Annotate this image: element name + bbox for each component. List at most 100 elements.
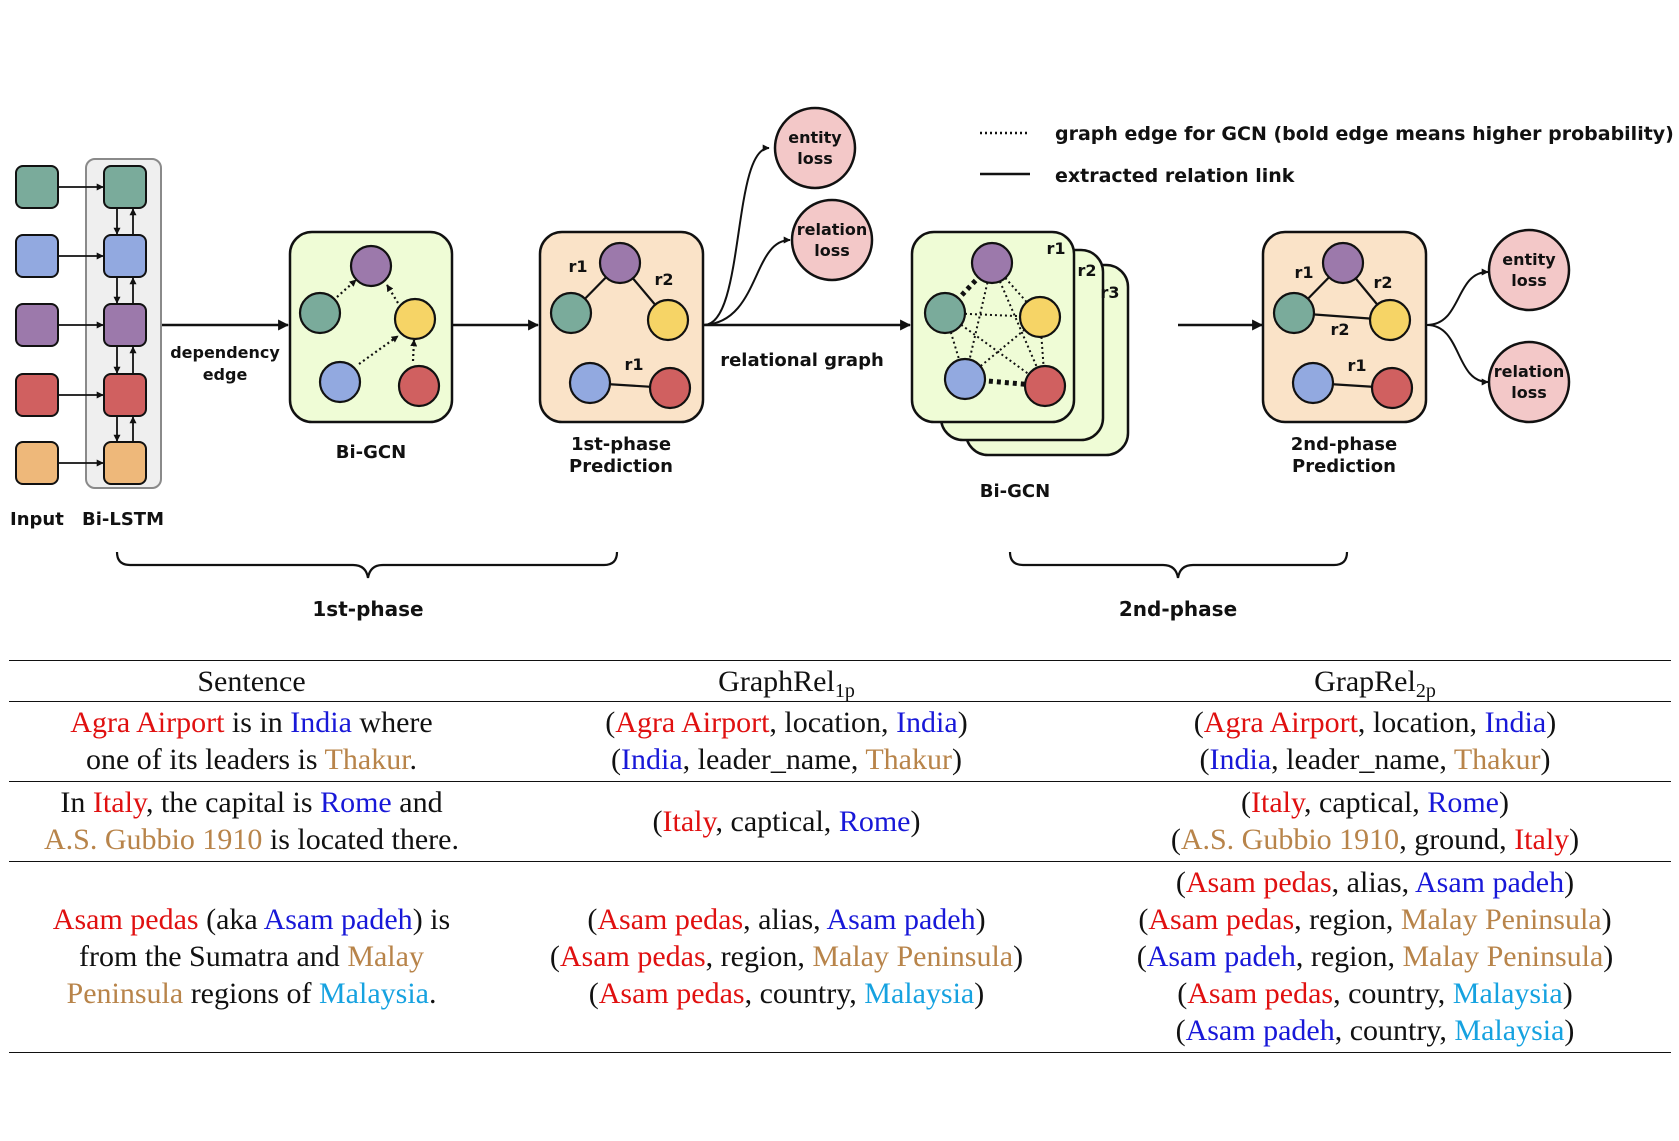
text-segment: ) (1564, 1014, 1575, 1047)
entity-loss-2 (1487, 228, 1571, 312)
text-segment: , country, (1334, 1014, 1455, 1047)
text-segment: , captical, (715, 804, 839, 838)
entity-mention: Agra Airport (1203, 706, 1358, 739)
text-segment: , region, (1294, 903, 1401, 936)
text-segment: and (391, 786, 443, 819)
cell-line: (Asam pedas, region, Malay Peninsula) (494, 938, 1079, 975)
node-blue (1291, 361, 1335, 405)
cell-line: (Asam pedas, region, Malay Peninsula) (1079, 901, 1671, 938)
pred-1-label-2: Prediction (569, 456, 673, 477)
entity-mention: Asam pedas (52, 903, 199, 936)
entity-mention: Asam pedas (559, 940, 706, 973)
text-segment: ) (957, 706, 968, 739)
entity-mention: India (621, 743, 683, 776)
text-segment: ) (1013, 940, 1024, 973)
text-segment: , region, (705, 940, 813, 973)
entity-mention: Asam pedas (1185, 866, 1332, 899)
relation-loss-label: loss (814, 241, 850, 260)
phase-1-brace (115, 551, 619, 579)
arrow-to-relation-loss-1 (703, 236, 791, 326)
text-segment: ) (1546, 706, 1557, 739)
relation-tag: r3 (1100, 283, 1119, 302)
text-segment: ( (1138, 903, 1149, 936)
input-token (15, 234, 59, 278)
cell-line: In Italy, the capital is Rome and (9, 784, 494, 821)
prediction-2nd-phase: r1 r2 r2 r1 (1261, 230, 1428, 424)
entity-mention: India (1209, 743, 1272, 776)
relation-loss-2 (1487, 340, 1571, 424)
text-segment: ) (1601, 903, 1612, 936)
cell-graphrel-1p: (Asam pedas, alias, Asam padeh)(Asam ped… (494, 861, 1079, 1053)
entity-mention: India (1484, 706, 1547, 739)
text-segment: is in (224, 706, 291, 739)
entity-loss-1 (773, 106, 857, 190)
entity-mention: Thakur (1453, 743, 1541, 776)
entity-mention: Asam pedas (597, 903, 744, 936)
node-red (1023, 364, 1067, 408)
text-segment: ( (587, 903, 598, 936)
text-segment: ( (1170, 823, 1181, 856)
cell-graprel-2p: (Agra Airport, location, India)(India, l… (1079, 701, 1671, 782)
bilstm-recurrent-arrows (113, 208, 137, 442)
node-purple (970, 241, 1014, 285)
legend-dotted-label: graph edge for GCN (bold edge means high… (1055, 123, 1674, 145)
entity-mention: Asam pedas (1187, 977, 1334, 1010)
relation-tag: r2 (1077, 261, 1096, 280)
text-segment: ( (605, 706, 616, 739)
header-graprel-2p: GrapRel2p (1079, 660, 1671, 702)
text-segment: In (60, 786, 93, 819)
node-blue (568, 361, 612, 405)
node-red (397, 364, 441, 408)
cell-line: Agra Airport is in India where (9, 704, 494, 741)
text-segment: . (409, 743, 418, 776)
entity-mention: Italy (1514, 823, 1570, 856)
text-segment: ) (1562, 977, 1573, 1010)
phase-2-label: 2nd-phase (1119, 597, 1237, 621)
pred-2-label-2: Prediction (1292, 456, 1396, 477)
node-blue (943, 357, 987, 401)
text-segment: ) (1498, 786, 1509, 819)
input-tokens (15, 165, 59, 485)
arrow-to-entity-loss-1 (703, 144, 770, 326)
cell-line: (Asam pedas, country, Malaysia) (494, 975, 1079, 1012)
text-segment: , alias, (1331, 866, 1415, 899)
entity-mention: Rome (320, 786, 392, 819)
node-red (648, 366, 692, 410)
cell-line: (A.S. Gubbio 1910, ground, Italy) (1079, 821, 1671, 858)
input-token (15, 373, 59, 417)
bilstm-cells (103, 165, 147, 485)
relation-tag: r1 (1294, 263, 1313, 282)
text-segment: . (428, 977, 437, 1010)
input-token (15, 441, 59, 485)
arrow-to-entity-loss-2 (1426, 268, 1489, 326)
entity-loss-label: loss (797, 149, 833, 168)
text-segment: , country, (1333, 977, 1453, 1010)
text-segment: (aka (198, 903, 264, 936)
node-teal (923, 291, 967, 335)
header-sentence: Sentence (9, 660, 494, 702)
dependency-label-1: dependency (170, 343, 280, 362)
entity-mention: Malay Peninsula (812, 940, 1014, 973)
text-segment: ) (974, 977, 985, 1010)
header-graphrel-1p: GraphRel1p (494, 660, 1079, 702)
node-yellow (646, 298, 690, 342)
relation-loss-1 (790, 198, 874, 282)
entity-loss-label: entity (1502, 250, 1556, 269)
text-segment: ) (975, 903, 986, 936)
legend-solid-label: extracted relation link (1055, 165, 1295, 187)
cell-line: (India, leader_name, Thakur) (1079, 741, 1671, 778)
results-table: Sentence GraphRel1p GrapRel2p Agra Airpo… (9, 660, 1671, 1053)
entity-mention: Rome (838, 804, 911, 838)
cell-line: (Asam pedas, alias, Asam padeh) (494, 901, 1079, 938)
cell-line: A.S. Gubbio 1910 is located there. (9, 821, 494, 858)
entity-mention: Italy (662, 804, 716, 838)
cell-line: (Asam padeh, country, Malaysia) (1079, 1012, 1671, 1049)
cell-graphrel-1p: (Agra Airport, location, India)(India, l… (494, 701, 1079, 782)
entity-mention: Malay Peninsula (1402, 940, 1604, 973)
text-segment: , ground, (1399, 823, 1515, 856)
bilstm-cell (103, 165, 147, 209)
cell-line: from the Sumatra and Malay (9, 938, 494, 975)
